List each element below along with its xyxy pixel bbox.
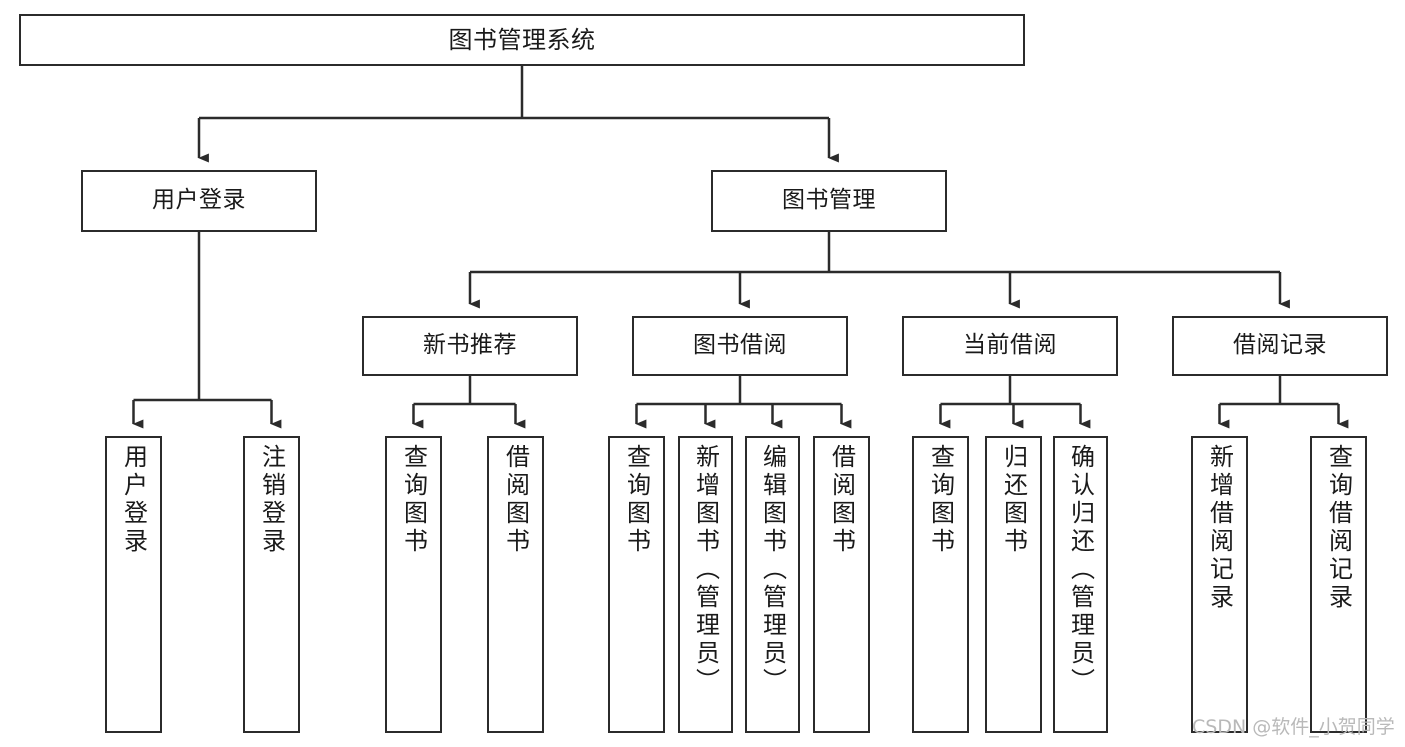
- node-label: 图书管理: [782, 187, 876, 214]
- node-book-manage[interactable]: 图书管理: [711, 170, 947, 232]
- node-book-borrow[interactable]: 图书借阅: [632, 316, 848, 376]
- node-root[interactable]: 图书管理系统: [19, 14, 1025, 66]
- node-label: 注销登录: [257, 444, 286, 556]
- node-label: 当前借阅: [963, 332, 1057, 359]
- node-leaf-user-logout[interactable]: 注销登录: [243, 436, 300, 733]
- node-label: 新增借阅记录: [1205, 444, 1234, 612]
- node-leaf-borrow-book-2[interactable]: 借阅图书: [813, 436, 870, 733]
- node-label: 图书管理系统: [448, 25, 596, 54]
- node-leaf-query-book-3[interactable]: 查询图书: [912, 436, 969, 733]
- node-label: 查询图书: [399, 444, 428, 556]
- node-leaf-query-book-1[interactable]: 查询图书: [385, 436, 442, 733]
- node-leaf-add-record[interactable]: 新增借阅记录: [1191, 436, 1248, 733]
- node-new-book-rec[interactable]: 新书推荐: [362, 316, 578, 376]
- node-current-borrow[interactable]: 当前借阅: [902, 316, 1118, 376]
- node-label: 确认归还（管理员）: [1066, 444, 1095, 696]
- node-user-login[interactable]: 用户登录: [81, 170, 317, 232]
- node-label: 归还图书: [999, 444, 1028, 556]
- node-leaf-return-book[interactable]: 归还图书: [985, 436, 1042, 733]
- node-borrow-record[interactable]: 借阅记录: [1172, 316, 1388, 376]
- node-label: 查询图书: [622, 444, 651, 556]
- node-leaf-query-record[interactable]: 查询借阅记录: [1310, 436, 1367, 733]
- node-label: 新增图书（管理员）: [691, 444, 720, 696]
- node-label: 借阅图书: [501, 444, 530, 556]
- node-leaf-add-book[interactable]: 新增图书（管理员）: [678, 436, 733, 733]
- node-leaf-query-book-2[interactable]: 查询图书: [608, 436, 665, 733]
- node-label: 新书推荐: [423, 332, 517, 359]
- node-label: 图书借阅: [693, 332, 787, 359]
- node-label: 借阅图书: [827, 444, 856, 556]
- node-leaf-confirm-return[interactable]: 确认归还（管理员）: [1053, 436, 1108, 733]
- node-leaf-edit-book[interactable]: 编辑图书（管理员）: [745, 436, 800, 733]
- node-label: 查询借阅记录: [1324, 444, 1353, 612]
- node-label: 用户登录: [119, 444, 148, 556]
- node-label: 用户登录: [152, 187, 246, 214]
- node-label: 借阅记录: [1233, 332, 1327, 359]
- csdn-watermark: CSDN @软件_小贺同学: [1192, 716, 1395, 738]
- node-label: 查询图书: [926, 444, 955, 556]
- node-leaf-user-login[interactable]: 用户登录: [105, 436, 162, 733]
- node-leaf-borrow-book-1[interactable]: 借阅图书: [487, 436, 544, 733]
- node-label: 编辑图书（管理员）: [758, 444, 787, 696]
